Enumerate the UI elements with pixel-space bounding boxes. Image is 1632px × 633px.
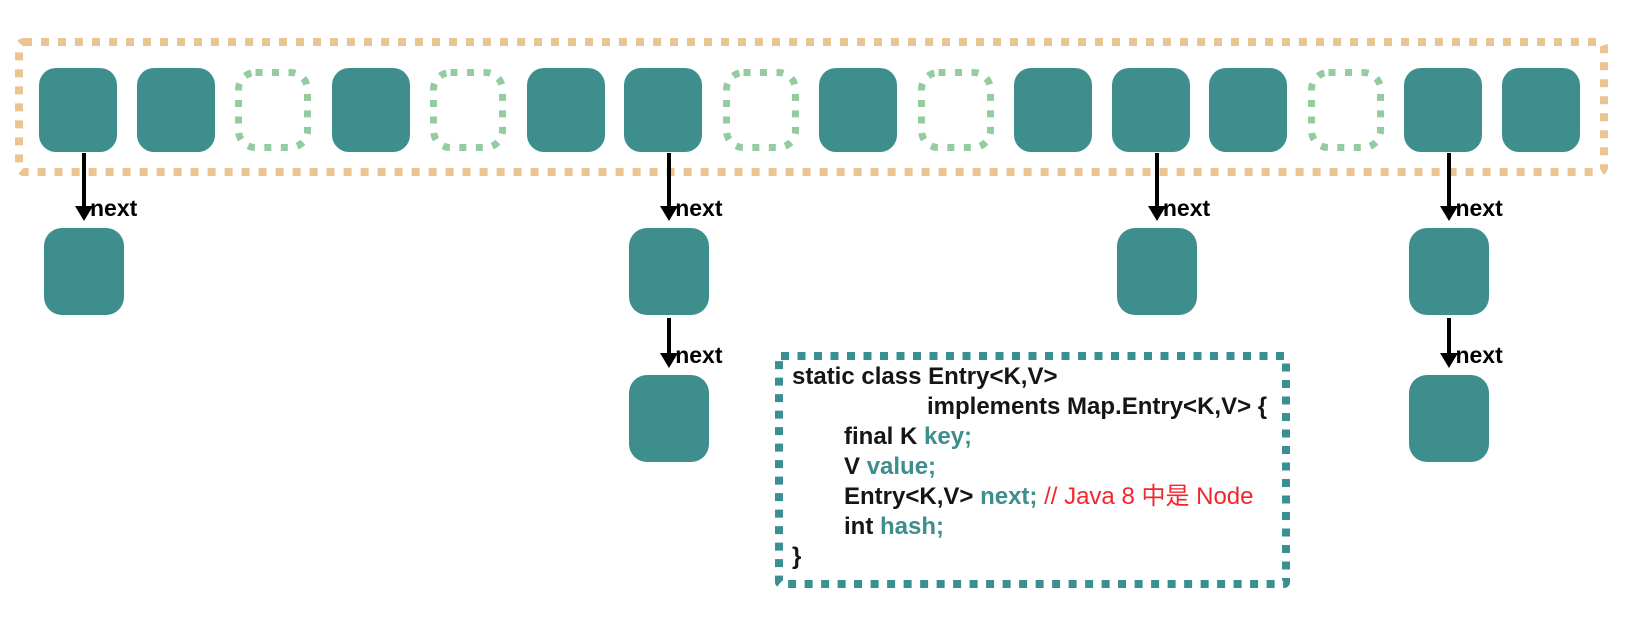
bucket-array [39,68,1580,152]
arrow-line [667,318,672,355]
code-segment-plain: Entry<K,V> [844,483,981,510]
bucket-array-frame [15,38,1608,176]
code-line: int hash; [792,512,1288,542]
bucket-slot-4-filled [331,68,410,152]
bucket-slot-15-filled [1404,68,1483,152]
code-line: } [792,542,1288,572]
next-label: next [675,195,723,221]
code-line: implements Map.Entry<K,V> { [792,392,1288,422]
entry-node [44,228,124,315]
arrow-line [1447,318,1452,355]
code-block-frame [775,352,1290,588]
arrow-head-icon [1440,353,1459,368]
bucket-slot-7-filled [624,68,703,152]
empty-slot-outline [430,69,507,151]
next-pointer-arrow: next [660,153,722,221]
code-line: static class Entry<K,V> [792,362,1288,392]
arrow-line [82,153,86,208]
code-line: Entry<K,V> next; // Java 8 中是 Node [792,482,1288,512]
next-pointer-arrow: next [1440,318,1503,368]
code-segment-plain: final K [844,423,925,450]
code-block: static class Entry<K,V> implements Map.En… [792,362,1288,572]
code-line: V value; [792,452,1288,482]
bucket-slot-13-filled [1209,68,1288,152]
code-segment-accent: key; [924,423,973,450]
entry-node [629,375,710,462]
bucket-slot-9-filled [819,68,898,152]
arrow-head-icon [1440,206,1459,221]
entry-node [1116,228,1197,315]
bucket-slot-6-filled [526,68,605,152]
bucket-slot-11-filled [1014,68,1093,152]
arrow-line [667,153,672,208]
bucket-slot-8-empty [722,68,800,152]
next-pointer-arrow: next [1440,153,1503,221]
arrow-head-icon [75,206,93,221]
arrow-head-icon [1147,206,1166,221]
next-pointer-arrow: next [1147,153,1210,221]
code-segment-accent: value; [866,453,937,480]
bucket-slot-3-empty [234,68,312,152]
next-pointer-arrow: next [660,318,722,368]
bucket-slot-14-empty [1307,68,1385,152]
next-label: next [1455,342,1503,368]
code-line: final K key; [792,422,1288,452]
code-segment-plain: int [844,513,880,540]
bucket-slot-16-filled [1501,68,1580,152]
next-pointer-arrow: next [75,153,137,221]
bucket-slot-5-empty [429,68,507,152]
code-segment-accent: next; [980,483,1038,510]
bucket-slot-12-filled [1111,68,1190,152]
code-segment-plain: V [844,453,867,480]
entry-node [1409,375,1490,462]
code-segment-comment: // Java 8 中是 Node [1037,483,1254,510]
code-segment-plain: static class Entry<K,V> [792,363,1058,390]
empty-slot-outline [235,69,312,151]
bucket-slot-2-filled [136,68,215,152]
next-label: next [1162,195,1211,221]
arrow-head-icon [660,353,679,368]
next-label: next [90,195,138,221]
next-label: next [1455,195,1503,221]
code-segment-plain: } [792,543,802,570]
code-segment-accent: hash; [880,513,945,540]
bucket-slot-10-empty [917,68,995,152]
empty-slot-outline [722,69,799,151]
entry-node [1409,228,1490,315]
arrow-head-icon [660,206,679,221]
empty-slot-outline [917,69,994,151]
arrow-line [1447,153,1452,208]
next-label: next [675,342,723,368]
entry-node [629,228,710,315]
bucket-slot-1-filled [39,68,117,152]
empty-slot-outline [1307,69,1384,151]
code-segment-plain: implements Map.Entry<K,V> { [927,393,1268,420]
arrow-line [1154,153,1159,208]
